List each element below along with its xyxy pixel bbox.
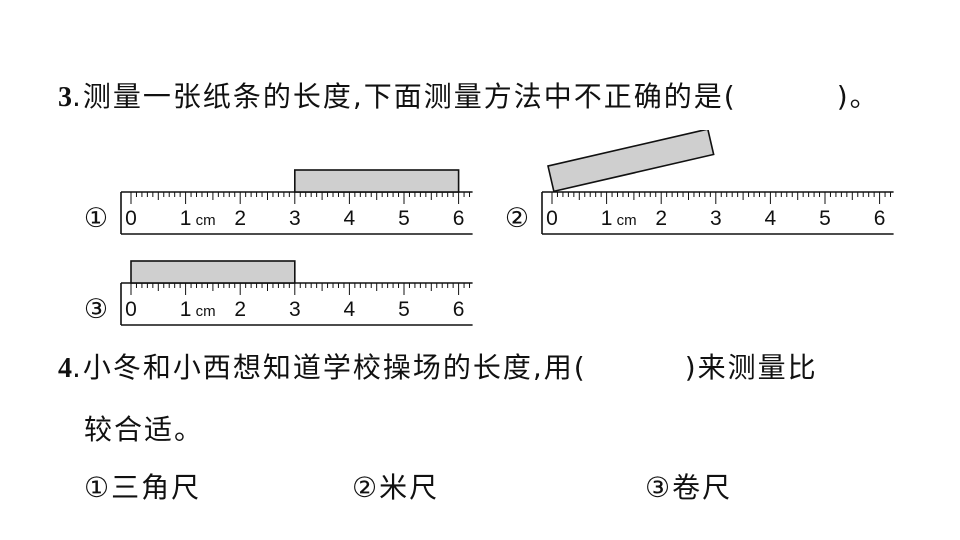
ruler-number: 0	[125, 207, 137, 230]
question-3-text: .测量一张纸条的长度,下面测量方法中不正确的是(	[72, 80, 737, 113]
ruler-number: 3	[710, 207, 722, 230]
ruler-number: 2	[655, 207, 667, 230]
ruler-number: 2	[234, 298, 246, 321]
ruler-number: 1	[601, 207, 613, 230]
ruler-number: 1	[180, 298, 192, 321]
ruler-number: 4	[344, 298, 356, 321]
question-4-number: 4	[58, 353, 72, 384]
ruler-number: 5	[398, 207, 410, 230]
figure-label-3: ③	[84, 294, 108, 324]
ruler-number: 6	[453, 298, 465, 321]
question-3: 3.测量一张纸条的长度,下面测量方法中不正确的是( )。	[58, 83, 880, 112]
option-1[interactable]: ①三角尺	[84, 471, 202, 504]
figure-label-2: ②	[505, 203, 529, 233]
figure-label-1: ①	[84, 203, 108, 233]
option-3[interactable]: ③卷尺	[645, 471, 733, 504]
ruler-number: 5	[819, 207, 831, 230]
ruler-number: 5	[398, 298, 410, 321]
ruler-number: 0	[546, 207, 558, 230]
paper-strip-1	[293, 169, 460, 193]
ruler-number: 1	[180, 207, 192, 230]
ruler-number: 6	[874, 207, 886, 230]
option-2[interactable]: ②米尺	[352, 471, 440, 504]
paper-strip-2	[547, 130, 715, 193]
ruler-number: 4	[344, 207, 356, 230]
ruler-unit: cm	[617, 212, 637, 229]
question-4-close: )来测量比	[684, 351, 818, 384]
ruler-number: 4	[765, 207, 777, 230]
question-4: 4.小冬和小西想知道学校操场的长度,用( )来测量比	[58, 354, 818, 383]
question-4-line2: 较合适。	[84, 413, 205, 446]
question-4-text: .小冬和小西想知道学校操场的长度,用(	[72, 351, 587, 384]
paper-strip-3	[130, 260, 296, 284]
ruler-number: 6	[453, 207, 465, 230]
question-3-close: )。	[836, 80, 880, 113]
ruler-number: 3	[289, 298, 301, 321]
ruler-number: 0	[125, 298, 137, 321]
ruler-number: 2	[234, 207, 246, 230]
ruler-unit: cm	[196, 303, 216, 320]
question-3-number: 3	[58, 82, 72, 113]
ruler-unit: cm	[196, 212, 216, 229]
ruler-number: 3	[289, 207, 301, 230]
